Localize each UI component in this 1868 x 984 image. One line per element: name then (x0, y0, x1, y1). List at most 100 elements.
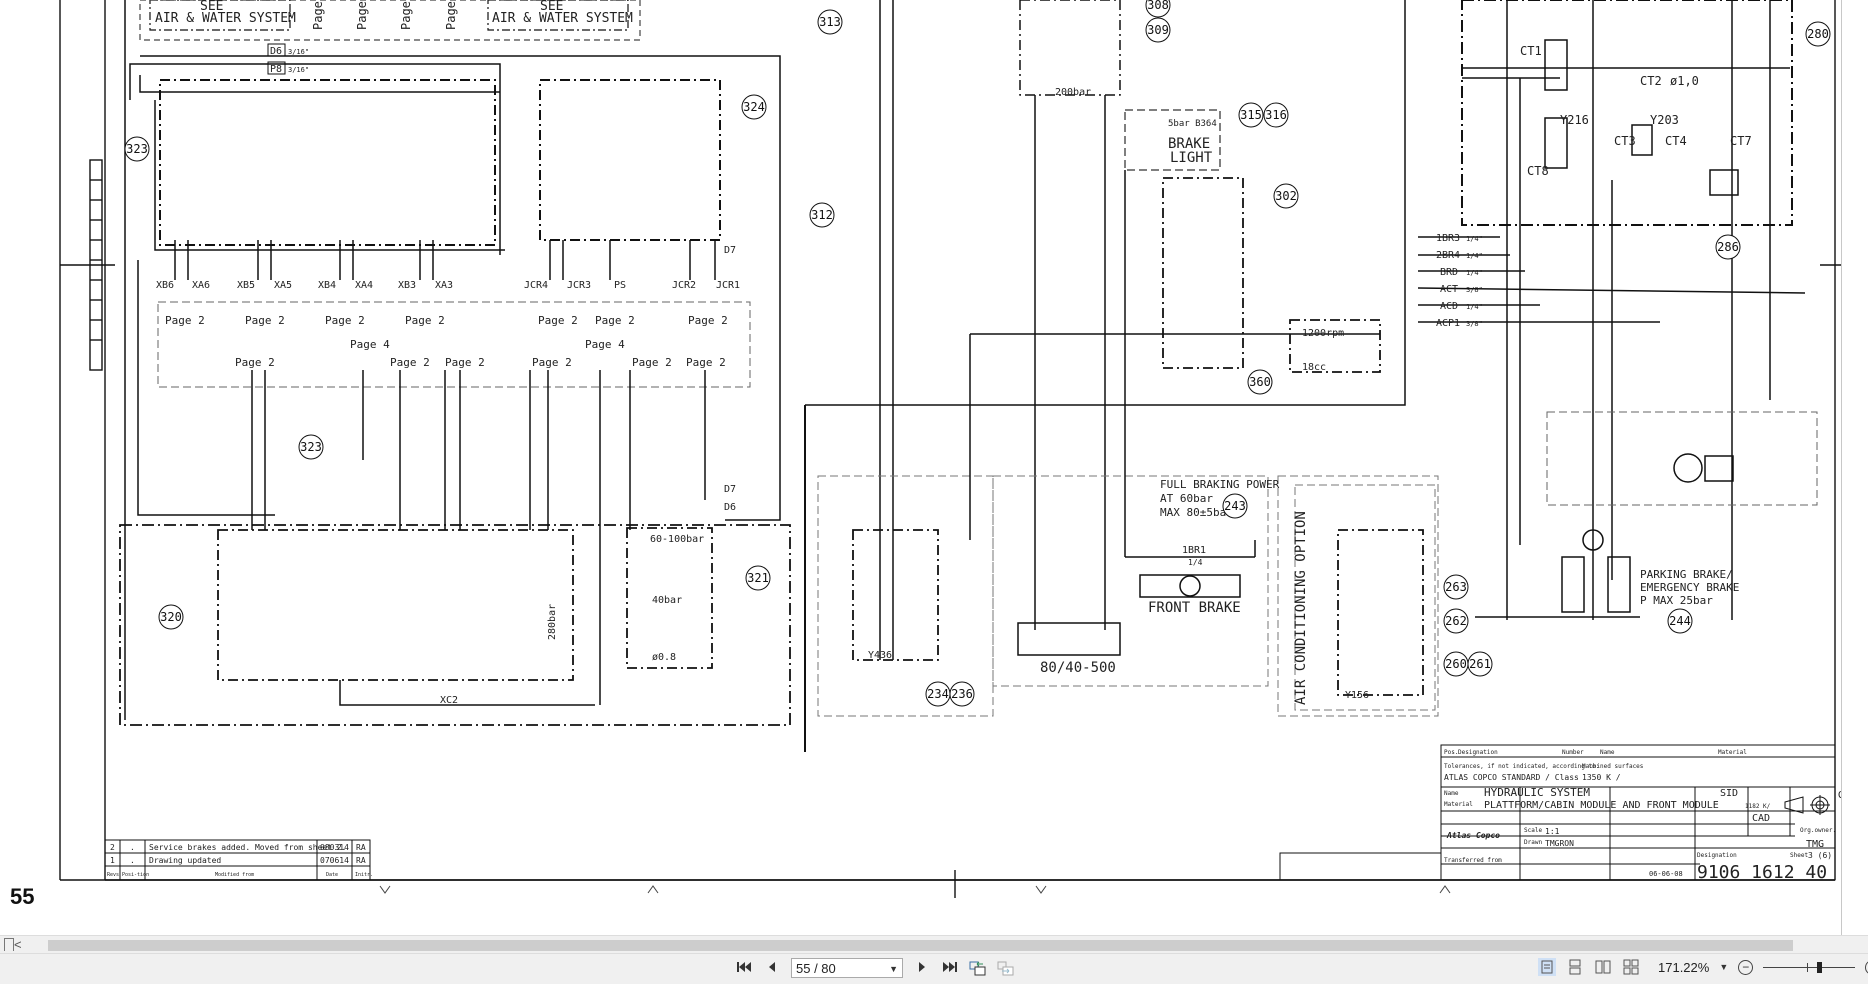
zoom-slider-handle[interactable] (1817, 961, 1823, 973)
single-page-view-button[interactable] (1538, 958, 1556, 976)
svg-text:P MAX 25bar: P MAX 25bar (1640, 594, 1713, 607)
svg-text:234: 234 (927, 687, 949, 701)
svg-text:Sheet: Sheet (1790, 852, 1808, 859)
svg-text:3 (6): 3 (6) (1808, 851, 1832, 860)
svg-text:D7: D7 (724, 245, 736, 256)
zoom-slider[interactable] (1763, 961, 1856, 973)
svg-text:Service brakes added. Moved fr: Service brakes added. Moved from sheet 2… (149, 843, 346, 852)
first-page-button[interactable] (735, 960, 753, 977)
svg-text:XB3: XB3 (398, 280, 416, 291)
cylinder-label: 80/40-500 (1040, 660, 1116, 676)
previous-view-button[interactable] (969, 960, 987, 976)
svg-text:323: 323 (300, 440, 322, 454)
svg-text:TMG: TMG (1806, 839, 1824, 850)
full-braking-label: FULL BRAKING POWER (1160, 478, 1280, 491)
svg-text:AT 60bar: AT 60bar (1160, 492, 1213, 505)
svg-text:Machined surfaces: Machined surfaces (1582, 763, 1644, 770)
svg-text:Page 4: Page 4 (350, 338, 390, 351)
svg-text:262: 262 (1445, 614, 1467, 628)
svg-text:1/4": 1/4" (1466, 269, 1483, 277)
svg-text:CT8: CT8 (1527, 164, 1549, 178)
svg-text:18cc: 18cc (1302, 362, 1326, 373)
svg-text:5bar B364: 5bar B364 (1168, 119, 1217, 129)
svg-text:ø0.8: ø0.8 (652, 652, 676, 663)
svg-text:Name: Name (1600, 749, 1615, 756)
svg-text:080314: 080314 (320, 843, 349, 852)
svg-text:1200rpm: 1200rpm (1302, 328, 1344, 339)
continuous-view-button[interactable] (1566, 958, 1584, 976)
svg-text:RA: RA (356, 843, 366, 852)
svg-text:1: 1 (110, 856, 115, 865)
first-page-icon (737, 961, 751, 972)
svg-text:236: 236 (951, 687, 973, 701)
svg-text:.: . (130, 843, 135, 852)
last-page-button[interactable] (941, 960, 959, 977)
svg-text:PS: PS (614, 280, 626, 291)
page-number-field[interactable]: 55 / 80 ▼ (791, 958, 903, 978)
svg-text:200bar: 200bar (1055, 87, 1091, 98)
svg-text:Initr.: Initr. (355, 872, 373, 878)
view-tools: 171.22% ▼ − + (1538, 958, 1868, 976)
svg-text:D7: D7 (724, 484, 736, 495)
svg-text:40bar: 40bar (652, 595, 682, 606)
svg-text:1/4": 1/4" (1466, 252, 1483, 260)
horizontal-scrollbar[interactable]: < (0, 935, 1868, 954)
svg-text:D6: D6 (270, 46, 282, 57)
svg-text:Page 2: Page 2 (245, 314, 285, 327)
next-view-button[interactable] (997, 960, 1015, 976)
svg-text:Org.owner.: Org.owner. (1800, 827, 1836, 834)
facing-view-button[interactable] (1594, 958, 1612, 976)
svg-text:Page 2: Page 2 (311, 0, 325, 30)
svg-text:Material: Material (1444, 801, 1473, 808)
svg-text:XA6: XA6 (192, 280, 210, 291)
svg-text:309: 309 (1147, 23, 1169, 37)
bottom-toolbar: 55 / 80 ▼ 171.22% ▼ − (0, 953, 1868, 984)
document-viewport[interactable]: SEE AIR & WATER SYSTEM SEE AIR & WATER S… (0, 0, 1868, 935)
ports-row: XB6 XA6 XB5 XA5 XB4 XA4 XB3 XA3 JCR4 JCR… (156, 280, 740, 291)
svg-text:RA: RA (356, 856, 366, 865)
svg-text:316: 316 (1265, 108, 1287, 122)
svg-text:1BR1: 1BR1 (1182, 545, 1206, 556)
svg-text:Pos.: Pos. (1444, 749, 1458, 756)
svg-text:Page 2: Page 2 (405, 314, 445, 327)
svg-text:315: 315 (1240, 108, 1262, 122)
svg-text:Y203: Y203 (1650, 113, 1679, 127)
svg-text:JCR3: JCR3 (567, 280, 591, 291)
svg-text:1/4": 1/4" (1466, 235, 1483, 243)
svg-text:260: 260 (1445, 657, 1467, 671)
page-number-overlay: 55 (10, 884, 35, 909)
continuous-facing-view-button[interactable] (1622, 958, 1640, 976)
svg-text:312: 312 (811, 208, 833, 222)
svg-text:Name: Name (1444, 790, 1459, 797)
svg-text:Y156: Y156 (1345, 690, 1369, 701)
svg-text:Material: Material (1718, 749, 1747, 756)
next-page-button[interactable] (913, 960, 931, 977)
revision-table (104, 839, 371, 881)
svg-text:Page 2: Page 2 (595, 314, 635, 327)
svg-text:Designation: Designation (1458, 749, 1498, 756)
svg-text:070614: 070614 (320, 856, 349, 865)
previous-page-button[interactable] (763, 960, 781, 977)
svg-text:2BR4: 2BR4 (1436, 250, 1460, 261)
scroll-left-button[interactable]: < (14, 937, 22, 952)
atlas-copco-logo: Atlas Copco (1446, 831, 1500, 840)
callout-numbers: 313 308 309 280 324 323 312 302 315 316 … (126, 0, 1829, 701)
svg-text:263: 263 (1445, 580, 1467, 594)
next-view-icon (997, 961, 1014, 976)
page-number-value: 55 / 80 (796, 961, 836, 976)
svg-text:Date: Date (326, 872, 338, 878)
scrollbar-thumb[interactable] (48, 940, 1793, 951)
last-page-icon (943, 961, 957, 972)
svg-text:06-06-08: 06-06-08 (1649, 870, 1683, 878)
zoom-dropdown-icon[interactable]: ▼ (1719, 962, 1729, 972)
svg-text:Page 2: Page 2 (165, 314, 205, 327)
zoom-level[interactable]: 171.22% (1658, 959, 1710, 975)
svg-text:JCR4: JCR4 (524, 280, 548, 291)
page-navigation: 55 / 80 ▼ (735, 958, 1015, 978)
vertical-scrollbar[interactable] (1841, 0, 1868, 935)
zoom-out-button[interactable]: − (1738, 959, 1754, 975)
svg-text:Modified from: Modified from (215, 872, 254, 878)
dropdown-arrow-icon[interactable]: ▼ (889, 964, 898, 974)
continuous-page-icon (1569, 959, 1581, 975)
svg-text:Page 2: Page 2 (325, 314, 365, 327)
